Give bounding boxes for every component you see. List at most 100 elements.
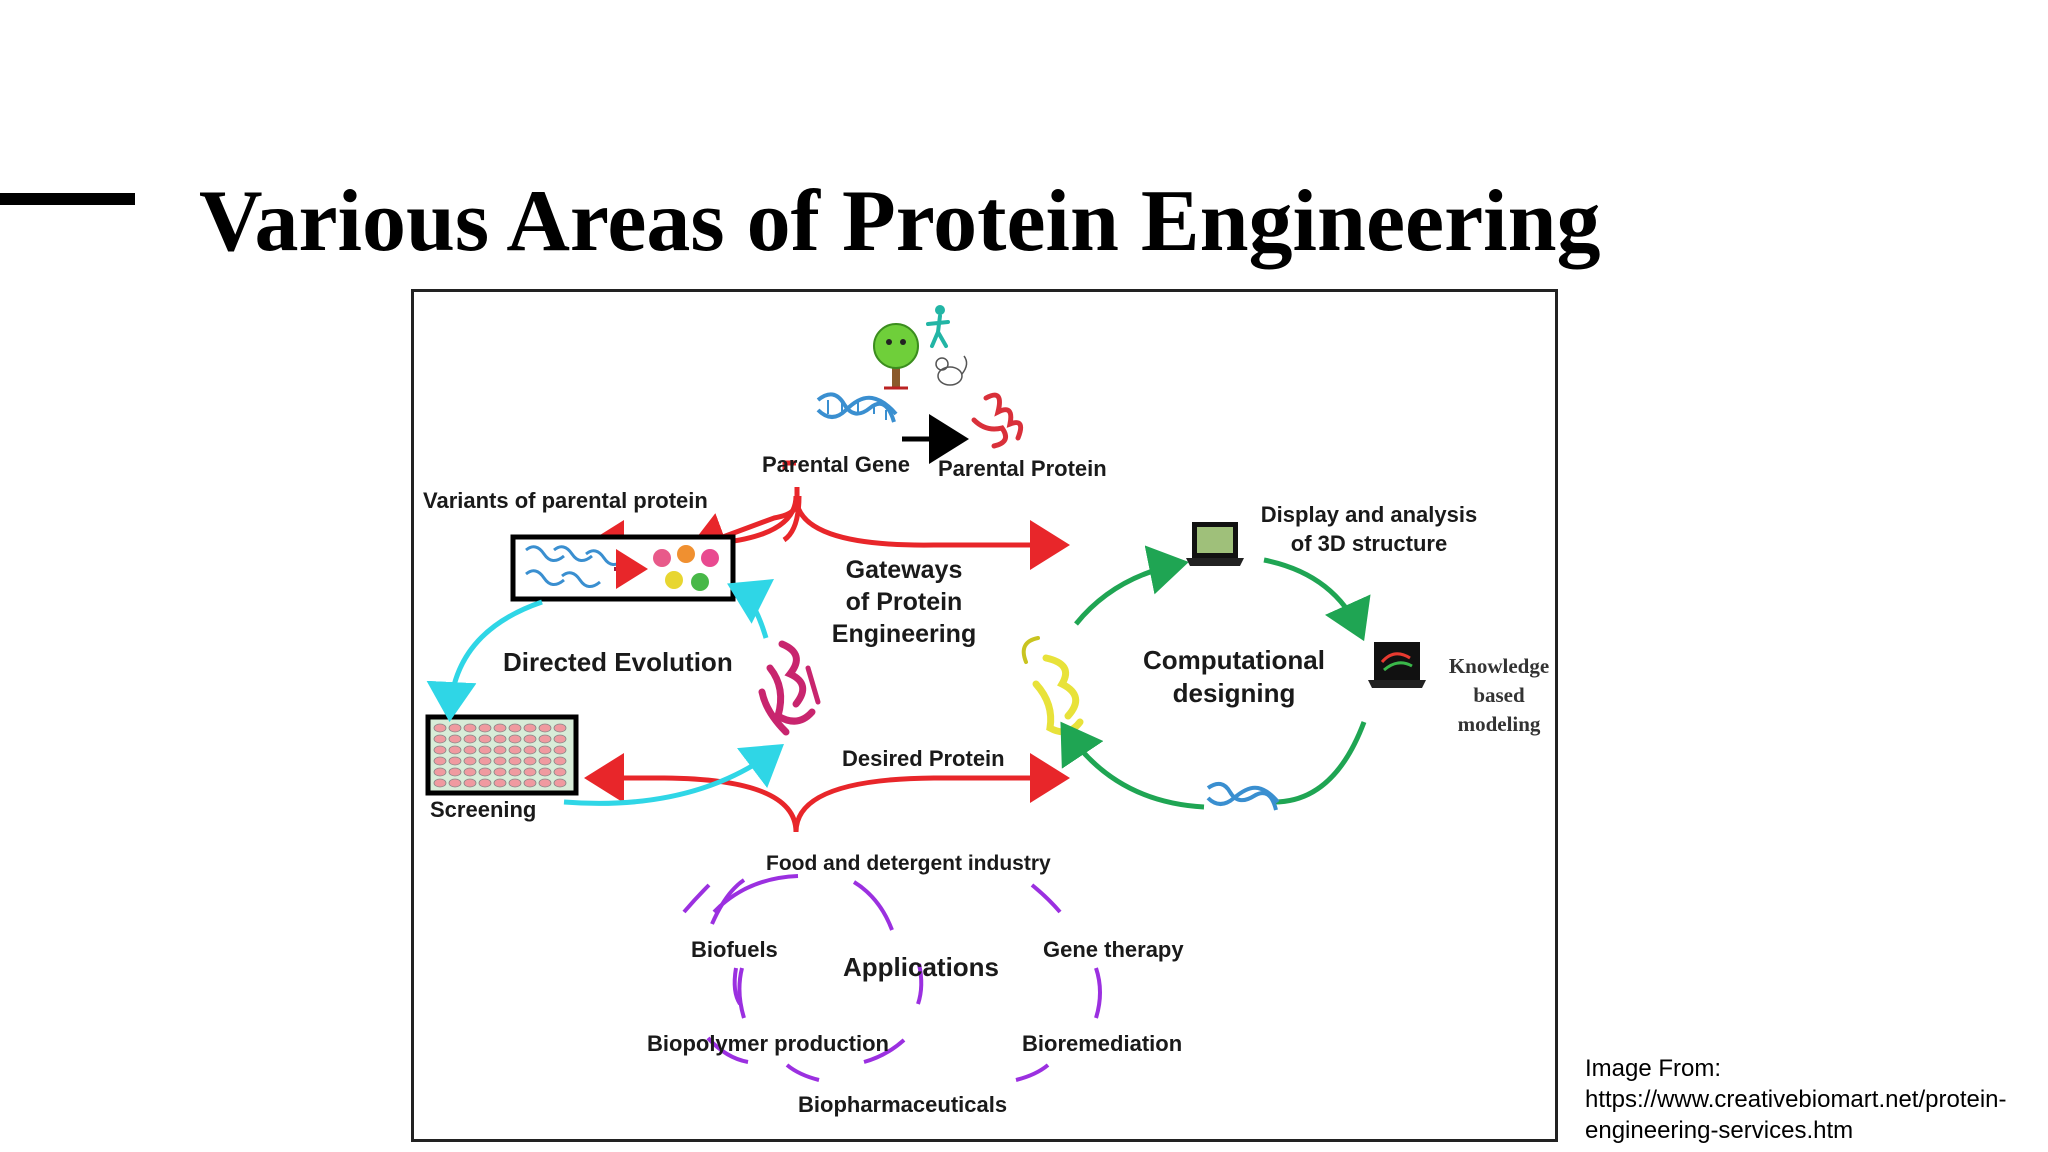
screening-well xyxy=(553,723,567,733)
screening-well xyxy=(538,723,552,733)
arc-food-to-gene-therapy xyxy=(1030,883,1062,914)
gateways-line-2: of Protein xyxy=(845,588,963,616)
screening-well xyxy=(538,734,552,744)
bioremediation-label: Bioremediation xyxy=(1022,1031,1183,1056)
screening-well xyxy=(433,723,447,733)
green-arrow-dna-to-protein xyxy=(1060,721,1205,810)
screening-well xyxy=(538,778,552,788)
screening-well xyxy=(448,734,462,744)
display-analysis-label: Display and analysis of 3D structure xyxy=(1244,500,1494,558)
desired-arrow-right xyxy=(793,753,1070,833)
screening-well xyxy=(463,756,477,766)
screening-well xyxy=(553,734,567,744)
laptop-display-icon xyxy=(1186,522,1244,566)
laptop-modeling-icon xyxy=(1368,642,1426,688)
human-icon xyxy=(926,305,950,348)
screening-well xyxy=(448,745,462,755)
variants-box xyxy=(510,534,736,602)
accent-bar xyxy=(0,193,135,205)
parental-protein-icon xyxy=(971,392,1024,449)
cyan-arrow-variants-to-screening xyxy=(426,599,543,722)
screening-well xyxy=(478,767,492,777)
caption-line-2: https://www.creativebiomart.net/protein- xyxy=(1585,1086,2007,1113)
biofuels-label: Biofuels xyxy=(691,937,778,962)
computational-label: Computational designing xyxy=(1124,644,1344,710)
screening-well xyxy=(478,734,492,744)
image-source-caption: Image From: https://www.creativebiomart.… xyxy=(1585,1053,2045,1146)
screening-well xyxy=(478,756,492,766)
computational-line-1: Computational xyxy=(1143,645,1325,675)
variants-label: Variants of parental protein xyxy=(423,488,708,513)
screening-well xyxy=(493,734,507,744)
animal-icon xyxy=(935,355,968,386)
screening-well xyxy=(493,767,507,777)
screening-well xyxy=(553,745,567,755)
screening-well xyxy=(478,723,492,733)
screening-well xyxy=(463,745,477,755)
applications-label: Applications xyxy=(843,952,1000,982)
screening-well xyxy=(508,734,522,744)
screening-label: Screening xyxy=(430,797,537,822)
tree-icon xyxy=(873,323,919,390)
screening-well xyxy=(448,767,462,777)
knowledge-label: Knowledge based modeling xyxy=(1434,652,1564,739)
screening-well xyxy=(433,734,447,744)
screening-well xyxy=(523,723,537,733)
screening-well xyxy=(463,778,477,788)
diagram-graphics xyxy=(425,305,1426,1082)
screening-well xyxy=(448,723,462,733)
dna-helix-icon xyxy=(816,392,898,423)
green-arrow-to-knowledge xyxy=(1263,557,1371,642)
screening-well xyxy=(493,745,507,755)
applications-arcs xyxy=(706,874,924,1064)
screening-well xyxy=(523,767,537,777)
screening-plate xyxy=(425,714,579,796)
screening-well xyxy=(523,734,537,744)
biopharmaceuticals-label: Biopharmaceuticals xyxy=(798,1092,1008,1117)
screening-well xyxy=(523,756,537,766)
gateway-arrow-top-right xyxy=(793,495,1070,570)
screening-well xyxy=(523,745,537,755)
biopolymer-label: Biopolymer production xyxy=(647,1031,889,1056)
slide-title: Various Areas of Protein Engineering xyxy=(199,173,1601,270)
desired-arrow-left xyxy=(584,753,799,833)
screening-well xyxy=(433,756,447,766)
screening-well xyxy=(478,745,492,755)
screening-well xyxy=(553,778,567,788)
screening-well xyxy=(433,767,447,777)
screening-well xyxy=(463,723,477,733)
screening-well xyxy=(463,767,477,777)
screening-well xyxy=(538,756,552,766)
knowledge-line-2: based xyxy=(1473,683,1525,707)
screening-well xyxy=(508,745,522,755)
gateways-line-1: Gateways xyxy=(845,556,963,584)
screening-well xyxy=(433,778,447,788)
screening-well xyxy=(538,767,552,777)
parental-gene-label: Parental Gene xyxy=(762,452,910,477)
directed-evolution-label: Directed Evolution xyxy=(503,647,733,677)
arc-biopolymer-to-biopharma xyxy=(785,1063,820,1082)
knowledge-line-3: modeling xyxy=(1457,712,1541,736)
food-detergent-label: Food and detergent industry xyxy=(766,852,1051,875)
arc-biofuels-to-biopolymer xyxy=(737,967,746,1019)
computational-protein-icon xyxy=(1021,636,1084,736)
display-analysis-line-2: of 3D structure xyxy=(1290,531,1448,556)
computational-line-2: designing xyxy=(1172,678,1296,708)
arc-gene-to-bioremediation xyxy=(1094,967,1102,1019)
directed-evolution-protein-icon xyxy=(758,640,821,736)
knowledge-line-1: Knowledge xyxy=(1448,654,1550,678)
caption-line-3: engineering-services.htm xyxy=(1585,1117,1854,1144)
caption-line-1: Image From: xyxy=(1585,1055,1722,1082)
screening-well xyxy=(508,756,522,766)
screening-well xyxy=(508,778,522,788)
screening-well xyxy=(523,778,537,788)
parental-protein-label: Parental Protein xyxy=(938,456,1107,481)
dna-helix-bottom-icon xyxy=(1206,781,1280,811)
screening-well xyxy=(433,745,447,755)
screening-well xyxy=(463,734,477,744)
green-arrow-to-display xyxy=(1074,545,1189,626)
gateways-label: Gateways of Protein Engineering xyxy=(814,554,994,650)
cyan-arrow-screening-to-protein xyxy=(563,743,784,806)
arc-bioremediation-to-biopharma xyxy=(1015,1063,1050,1082)
screening-well xyxy=(493,778,507,788)
